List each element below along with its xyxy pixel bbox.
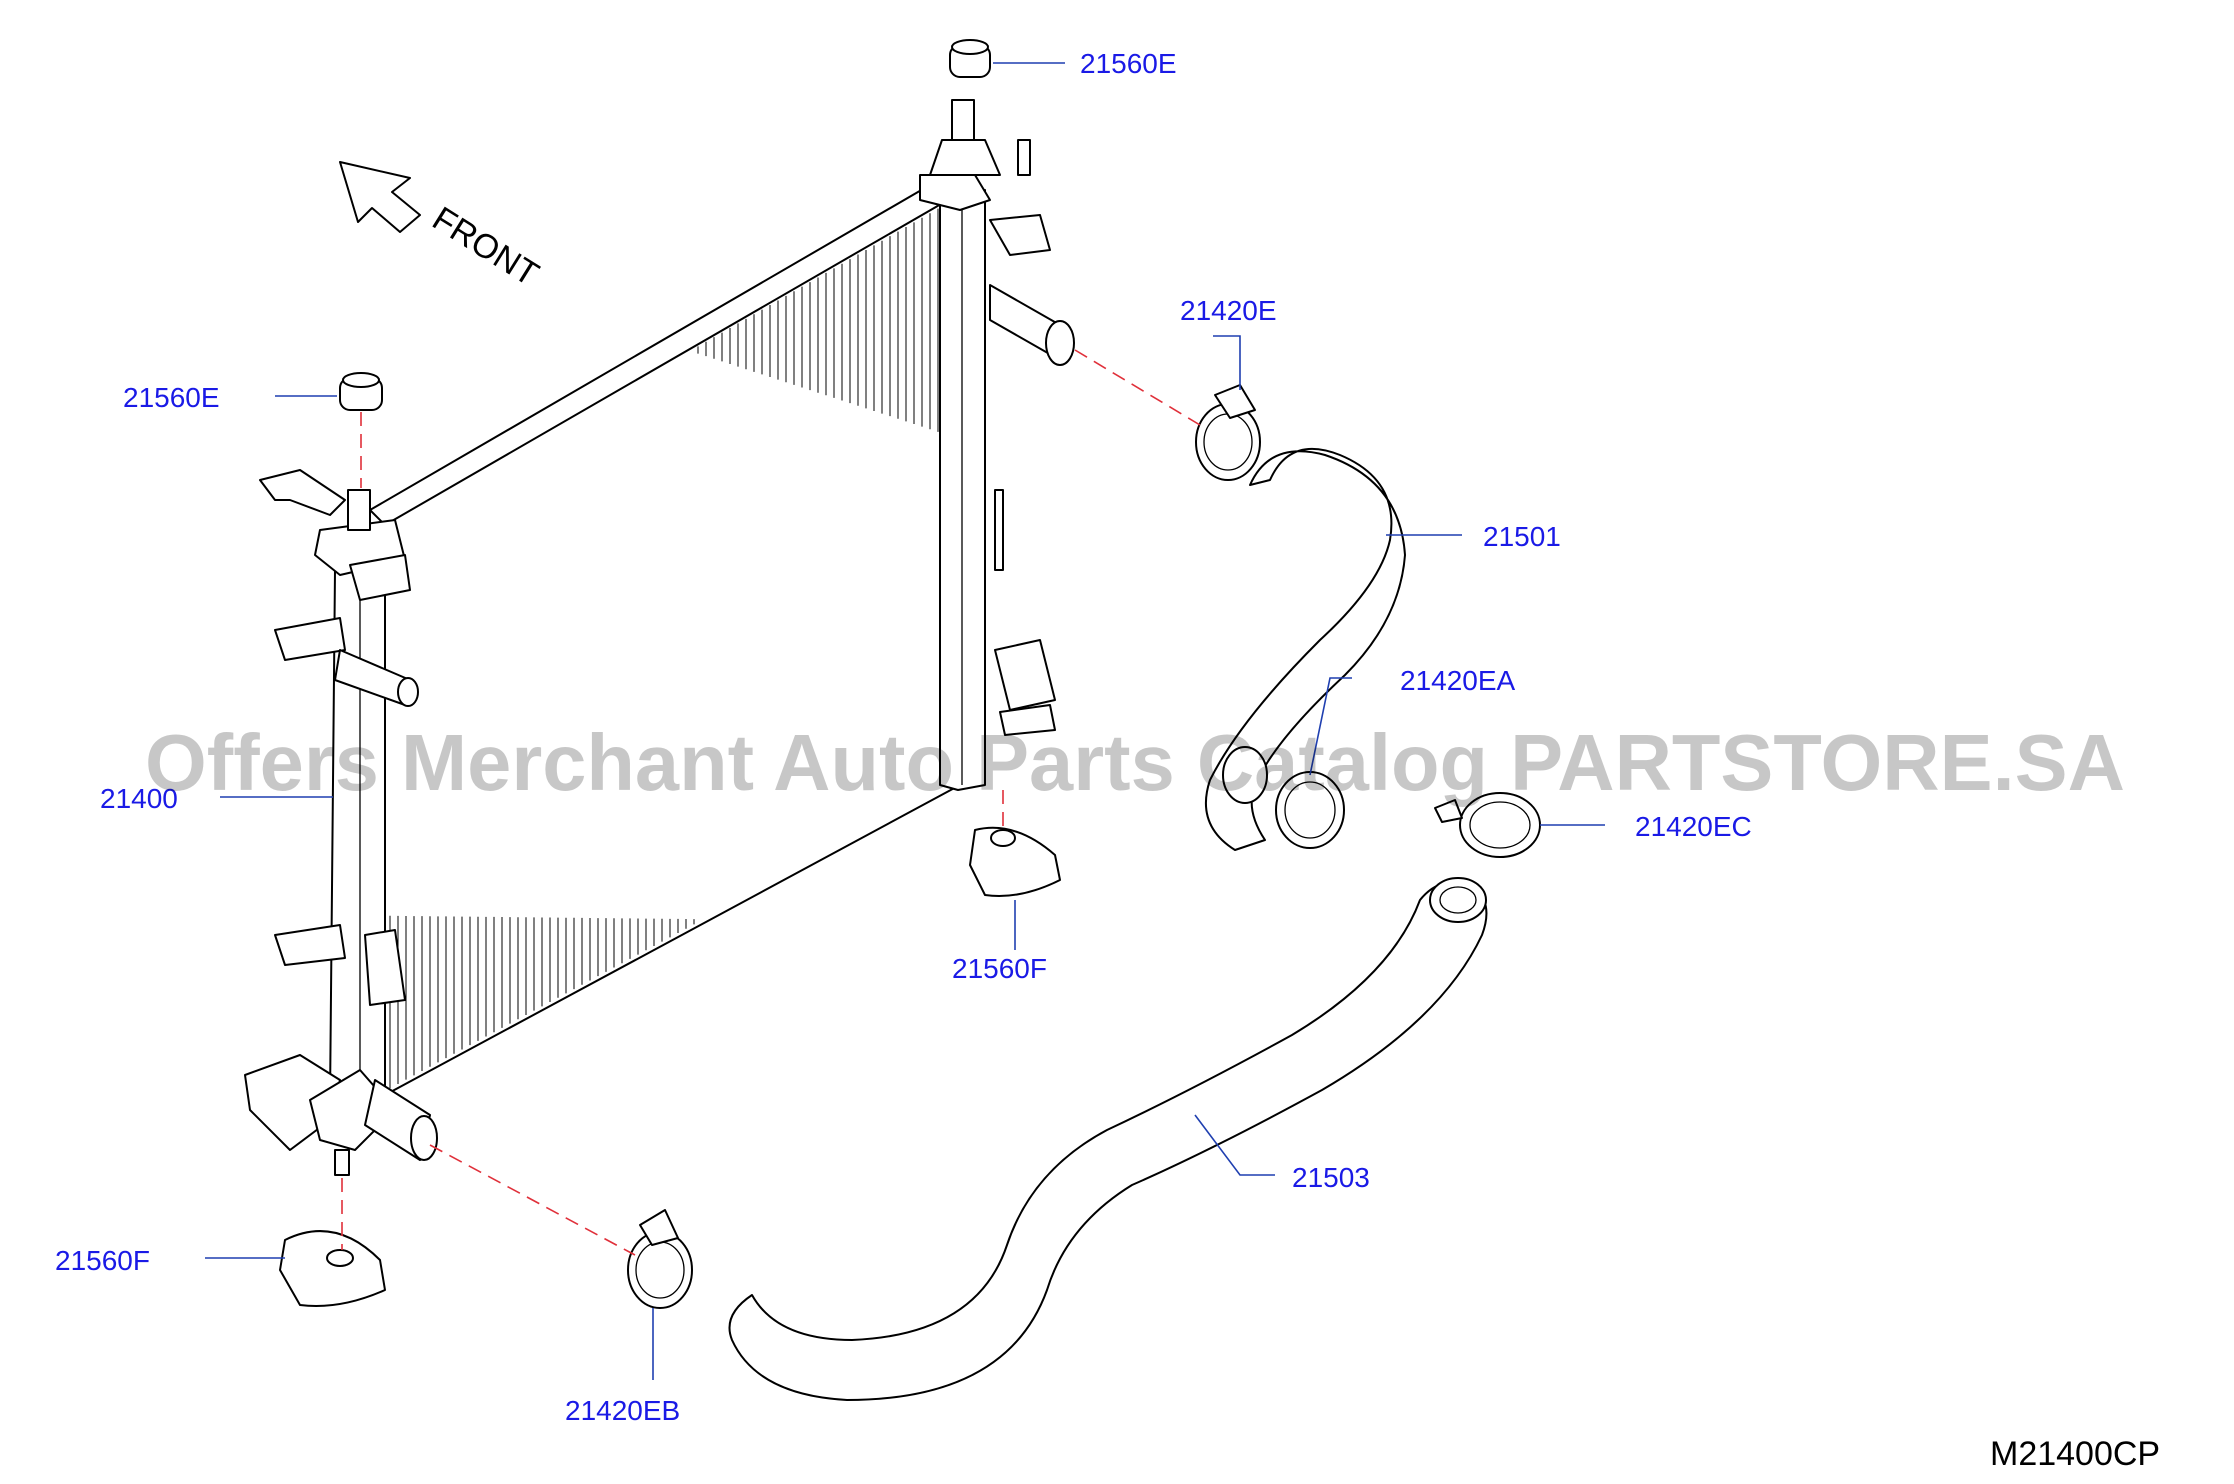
dash-lower-outlet bbox=[429, 1144, 636, 1256]
mount-rubber-top-right bbox=[949, 39, 991, 78]
radiator-fins-upper bbox=[697, 199, 955, 438]
hose-clamp-21420EC bbox=[1434, 792, 1541, 858]
diagram-code: M21400CP bbox=[1990, 1435, 2160, 1473]
callout-21560E-top[interactable]: 21560E bbox=[1080, 48, 1177, 79]
hose-clamp-21420E bbox=[1195, 384, 1261, 481]
callout-21560E-left[interactable]: 21560E bbox=[123, 382, 220, 413]
lower-hose-21503 bbox=[728, 881, 1488, 1401]
callout-21400[interactable]: 21400 bbox=[100, 783, 178, 814]
dash-upper-outlet bbox=[1074, 349, 1201, 426]
callout-21560F-bottom[interactable]: 21560F bbox=[55, 1245, 150, 1276]
callout-21501[interactable]: 21501 bbox=[1483, 521, 1561, 552]
mount-rubber-bottom-left bbox=[279, 1230, 386, 1307]
callout-21420E[interactable]: 21420E bbox=[1180, 295, 1277, 326]
front-arrow: FRONT bbox=[339, 161, 545, 294]
callout-21420EC[interactable]: 21420EC bbox=[1635, 811, 1752, 842]
callout-21503[interactable]: 21503 bbox=[1292, 1162, 1370, 1193]
front-label: FRONT bbox=[426, 200, 545, 294]
mount-rubber-bottom-mid bbox=[969, 826, 1061, 897]
watermark: Offers Merchant Auto Parts Catalog PARTS… bbox=[145, 718, 2125, 807]
callout-21420EA[interactable]: 21420EA bbox=[1400, 665, 1516, 696]
callout-21560F-mid[interactable]: 21560F bbox=[952, 953, 1047, 984]
mount-rubber-top-left bbox=[339, 372, 383, 411]
callout-21420EB[interactable]: 21420EB bbox=[565, 1395, 680, 1426]
hose-clamp-21420EB bbox=[627, 1209, 693, 1309]
radiator-assembly bbox=[244, 99, 1075, 1176]
radiator-fins-lower bbox=[389, 915, 695, 1089]
